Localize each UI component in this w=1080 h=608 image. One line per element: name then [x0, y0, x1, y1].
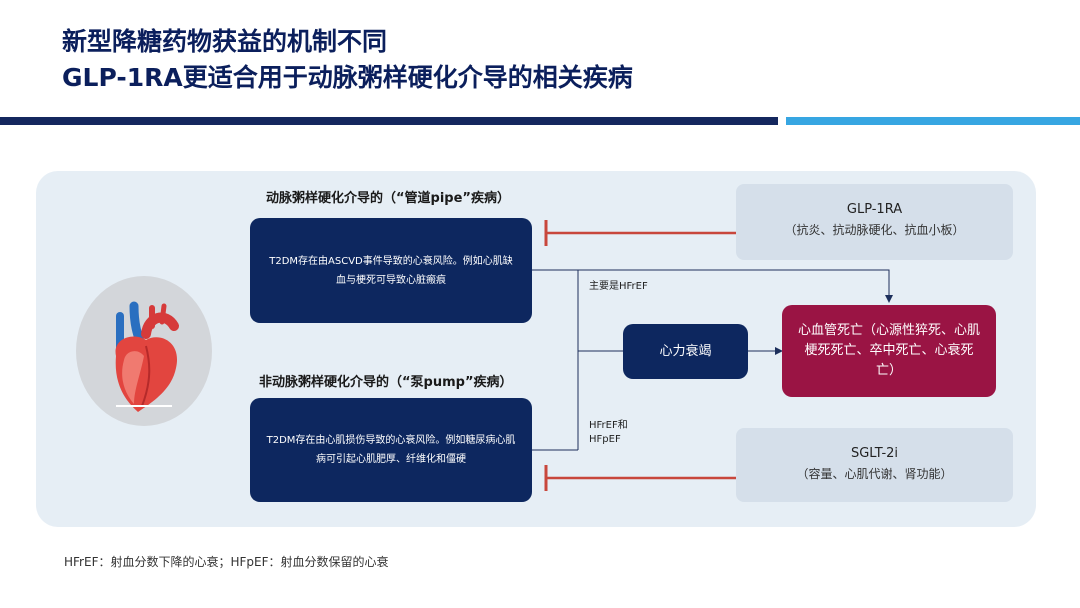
non-atherosclerotic-label: 非动脉粥样硬化介导的（“泵pump”疾病）	[259, 375, 513, 390]
hfref-hfpef-label-2: HFpEF	[589, 434, 621, 445]
non-atherosclerotic-risk-text: T2DM存在由心肌损伤导致的心衰风险。例如糖尿病心肌病可引起心肌肥厚、纤维化和僵…	[266, 435, 516, 465]
title-divider-light	[786, 117, 1080, 125]
heart-failure-text: 心力衰竭	[659, 344, 712, 359]
sglt2i-effects: （容量、心肌代谢、肾功能）	[796, 467, 953, 481]
hfref-label: 主要是HFrEF	[589, 281, 648, 292]
glp1ra-name: GLP-1RA	[846, 202, 903, 217]
atherosclerotic-risk-text: T2DM存在由ASCVD事件导致的心衰风险。例如心肌缺血与梗死可导致心脏瘢痕	[269, 255, 513, 286]
footnote: HFrEF：射血分数下降的心衰；HFpEF：射血分数保留的心衰	[64, 555, 389, 569]
heart-illustration	[76, 276, 212, 426]
title-divider-dark	[0, 117, 778, 125]
heart-failure-box: 心力衰竭	[623, 324, 748, 379]
atherosclerotic-risk-box: T2DM存在由ASCVD事件导致的心衰风险。例如心肌缺血与梗死可导致心脏瘢痕	[250, 218, 532, 323]
glp1ra-effects: （抗炎、抗动脉硬化、抗血小板）	[784, 223, 965, 237]
hfref-hfpef-label-1: HFrEF和	[589, 420, 628, 431]
glp1ra-box: GLP-1RA （抗炎、抗动脉硬化、抗血小板）	[736, 184, 1013, 260]
cv-death-text: 心血管死亡（心源性猝死、心肌梗死死亡、卒中死亡、心衰死亡）	[797, 323, 980, 378]
sglt2i-name: SGLT-2i	[850, 446, 899, 461]
cv-death-box: 心血管死亡（心源性猝死、心肌梗死死亡、卒中死亡、心衰死亡）	[782, 305, 996, 397]
slide-title-line-2: GLP-1RA更适合用于动脉粥样硬化介导的相关疾病	[62, 63, 633, 92]
heart-icon	[115, 301, 179, 412]
non-atherosclerotic-risk-box: T2DM存在由心肌损伤导致的心衰风险。例如糖尿病心肌病可引起心肌肥厚、纤维化和僵…	[250, 398, 532, 502]
slide-title-line-1: 新型降糖药物获益的机制不同	[62, 27, 388, 56]
atherosclerotic-label: 动脉粥样硬化介导的（“管道pipe”疾病）	[266, 191, 510, 206]
sglt2i-box: SGLT-2i （容量、心肌代谢、肾功能）	[736, 428, 1013, 502]
